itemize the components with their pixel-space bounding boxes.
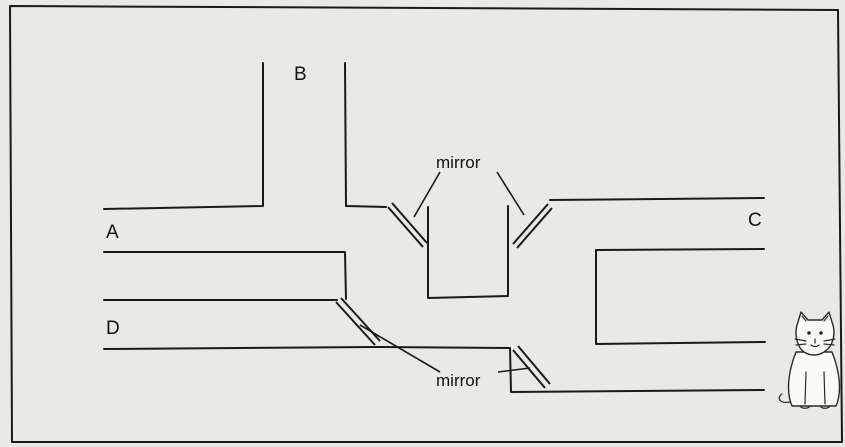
mirror-top-right: [512, 203, 553, 249]
cat-icon: [778, 311, 841, 409]
central-box: [427, 205, 509, 299]
label-mirror-top: mirror: [436, 153, 481, 172]
label-a: A: [106, 222, 119, 243]
tube-c-top-wall: [549, 197, 765, 201]
leader-bottom-left: [359, 324, 441, 373]
leader-top-left: [413, 171, 441, 218]
label-d: D: [106, 318, 120, 339]
mirror-top-left: [387, 202, 428, 248]
leader-bottom-right: [497, 367, 531, 373]
tube-d-bottom-wall: [103, 346, 765, 393]
mirror-bottom-right: [512, 345, 551, 389]
mirror-middle: [335, 297, 381, 346]
label-mirror-bottom: mirror: [436, 371, 481, 390]
tube-b-left-wall: [103, 62, 264, 210]
label-b: B: [294, 64, 307, 85]
tube-c-inner-block: [595, 248, 766, 345]
tube-b-right-wall: [344, 62, 387, 208]
frame: [9, 5, 843, 443]
tube-a-wall: [103, 251, 347, 300]
leader-top-right: [496, 171, 525, 216]
label-c: C: [748, 210, 762, 231]
